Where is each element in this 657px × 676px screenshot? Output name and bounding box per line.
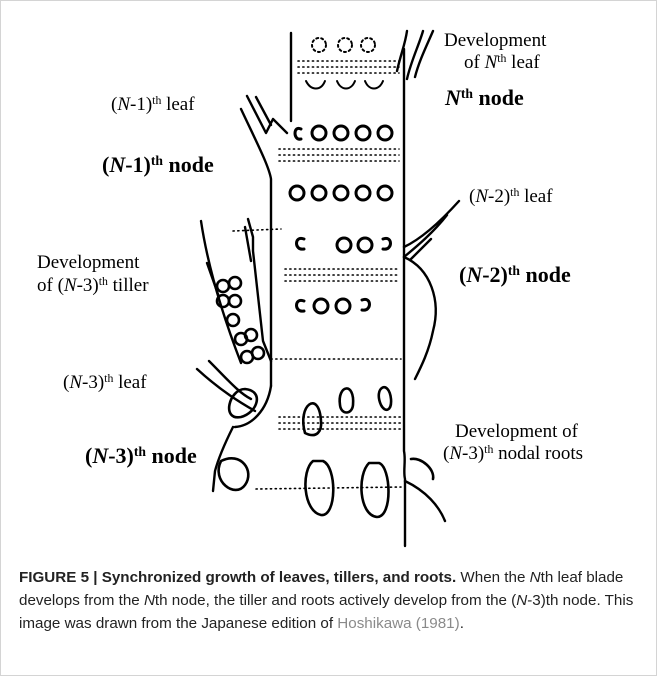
mid-primordia: [290, 186, 392, 200]
nth-primordia: [306, 38, 383, 89]
label-dev-nth-leaf: Development of Nth leaf: [444, 31, 546, 72]
label-dev-tiller: Development of (N-3)th tiller: [37, 253, 149, 295]
label-n2-leaf: (N-2)th leaf: [469, 187, 553, 206]
label-n2-node: (N-2)th node: [459, 264, 571, 286]
label-n1-node: (N-1)th node: [102, 154, 214, 176]
n1-primordia: [295, 126, 392, 140]
root-side-right-stem: [405, 481, 445, 521]
stem-right-outline: [404, 49, 405, 546]
reference-link[interactable]: Hoshikawa (1981): [337, 615, 459, 632]
figure-caption: FIGURE 5 | Synchronized growth of leaves…: [19, 566, 647, 635]
label-n1-leaf: (N-1)th leaf: [111, 95, 195, 114]
label-nth-node: Nth node: [445, 87, 524, 109]
nth-leaf: [397, 31, 433, 79]
caption-title: FIGURE 5 | Synchronized growth of leaves…: [19, 569, 456, 586]
label-dev-nodal-roots: Development of (N-3)th nodal roots: [443, 422, 583, 463]
n3-primordia: [297, 299, 370, 313]
label-n3-leaf: (N-3)th leaf: [63, 373, 147, 392]
stem-right-bulge: [404, 257, 436, 379]
n3-leaf: [197, 361, 255, 411]
n2-leaf: [404, 201, 459, 259]
n1-leaf: [247, 96, 287, 133]
label-n3-node: (N-3)th node: [85, 445, 197, 467]
n2-primordia: [297, 238, 391, 252]
